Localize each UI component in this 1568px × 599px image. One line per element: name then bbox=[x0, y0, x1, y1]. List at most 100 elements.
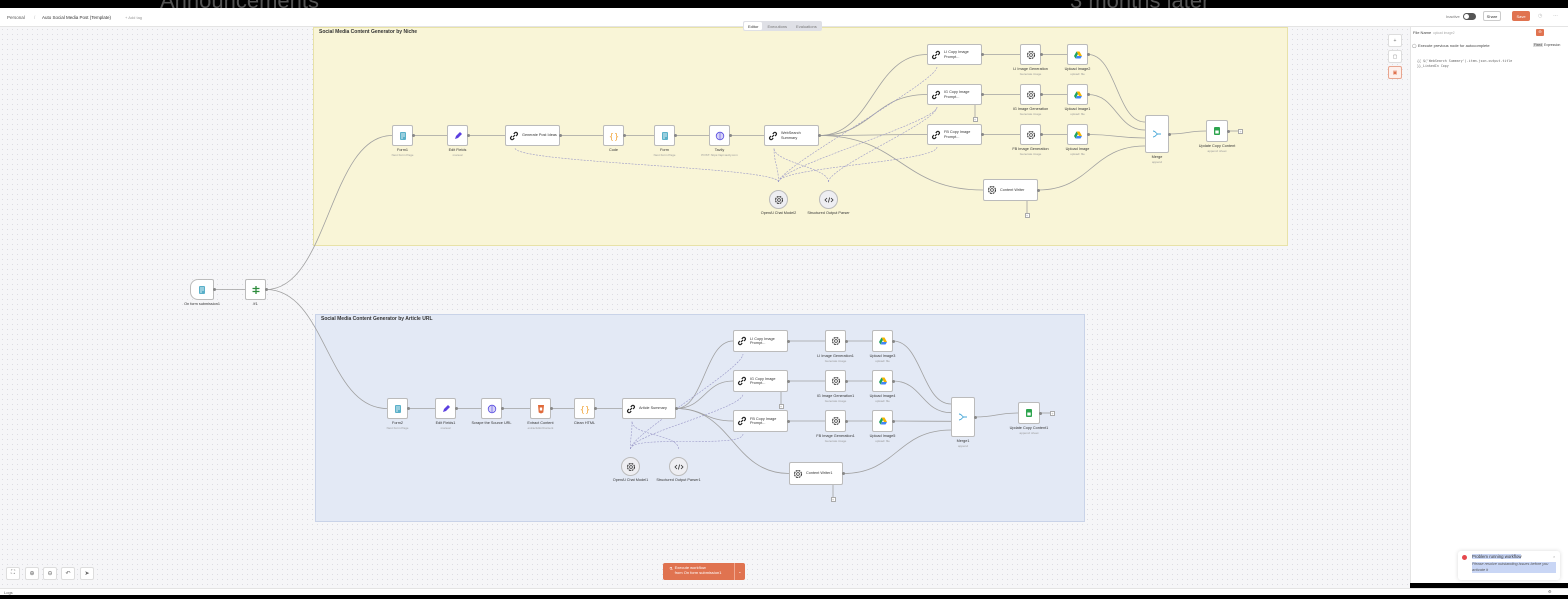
node-code[interactable]: {} bbox=[603, 125, 624, 146]
output-port[interactable] bbox=[1039, 93, 1043, 96]
mode-fixed[interactable]: Fixed bbox=[1533, 43, 1544, 47]
add-node-button[interactable]: + bbox=[1388, 34, 1402, 47]
undo-button[interactable]: ↶ bbox=[61, 567, 75, 580]
more-options-icon[interactable]: … bbox=[1553, 12, 1558, 18]
add-node-button[interactable]: + bbox=[1050, 410, 1055, 416]
output-port[interactable] bbox=[728, 134, 732, 137]
connection[interactable] bbox=[1087, 134, 1146, 139]
output-port[interactable] bbox=[973, 415, 977, 419]
node-ig-prompt1[interactable]: IG Copy Image Prompt... bbox=[733, 370, 788, 392]
node-extract[interactable] bbox=[530, 398, 551, 419]
output-port[interactable] bbox=[1086, 53, 1090, 56]
node-up0[interactable] bbox=[1067, 124, 1088, 145]
output-port[interactable] bbox=[212, 288, 216, 291]
output-port[interactable] bbox=[891, 339, 895, 343]
zoom-out-button[interactable]: ⊖ bbox=[43, 567, 57, 580]
ai-connection[interactable] bbox=[631, 420, 679, 450]
ai-connection[interactable] bbox=[778, 106, 938, 183]
node-update1[interactable] bbox=[1018, 402, 1040, 424]
node-writer1[interactable]: Content Writer1 bbox=[789, 462, 843, 485]
close-icon[interactable]: × bbox=[1553, 554, 1556, 559]
ai-connection[interactable] bbox=[630, 420, 633, 450]
logs-toggle-icon[interactable]: ⚙ bbox=[1548, 589, 1552, 594]
breadcrumb-personal[interactable]: Personal bbox=[7, 15, 25, 20]
connection[interactable] bbox=[1168, 130, 1207, 135]
output-port[interactable] bbox=[1039, 53, 1043, 56]
sticky-note-button[interactable]: ▢ bbox=[1388, 50, 1402, 63]
ask-ai-button[interactable]: ▣ bbox=[1388, 66, 1402, 79]
node-merge1[interactable] bbox=[951, 397, 975, 437]
connection[interactable] bbox=[265, 135, 393, 290]
node-writer[interactable]: Content Writer bbox=[983, 179, 1038, 201]
node-editfields[interactable] bbox=[447, 125, 468, 146]
output-port[interactable] bbox=[558, 134, 562, 137]
output-port[interactable] bbox=[1226, 129, 1230, 133]
node-fb-gen1[interactable] bbox=[825, 410, 846, 432]
connection[interactable] bbox=[675, 408, 790, 474]
ai-connection[interactable] bbox=[514, 147, 779, 183]
node-li-gen[interactable] bbox=[1020, 44, 1041, 65]
output-port[interactable] bbox=[1086, 93, 1090, 96]
output-port[interactable] bbox=[411, 134, 415, 137]
add-tool-button[interactable]: + bbox=[778, 404, 784, 409]
node-fb-prompt1[interactable]: FB Copy Image Prompt... bbox=[733, 410, 788, 432]
output-port[interactable] bbox=[674, 407, 678, 410]
history-icon[interactable]: ◷ bbox=[1538, 13, 1543, 19]
ai-connection[interactable] bbox=[773, 147, 779, 183]
fit-view-button[interactable]: ⛶ bbox=[6, 567, 20, 580]
output-port[interactable] bbox=[406, 407, 410, 410]
connection[interactable] bbox=[265, 289, 388, 409]
logs-bar[interactable]: Logs ⚙ bbox=[0, 588, 1568, 595]
output-port[interactable] bbox=[1086, 133, 1090, 136]
save-button[interactable]: Save bbox=[1512, 11, 1530, 21]
output-port[interactable] bbox=[891, 379, 895, 383]
tidy-up-button[interactable]: ➤ bbox=[80, 567, 94, 580]
add-tool-button[interactable]: + bbox=[1024, 213, 1030, 218]
connection[interactable] bbox=[675, 408, 734, 422]
node-genideas[interactable]: Generate Post Ideas bbox=[505, 125, 560, 146]
connection[interactable] bbox=[675, 340, 734, 409]
remove-field-button[interactable]: ⊖ bbox=[1536, 29, 1544, 36]
execute-workflow-button[interactable]: ⚗ Execute workflow from On form submissi… bbox=[663, 563, 745, 580]
node-up1[interactable] bbox=[1067, 84, 1088, 105]
ai-connection[interactable] bbox=[828, 106, 938, 183]
node-up4[interactable] bbox=[872, 370, 893, 392]
output-port[interactable] bbox=[622, 134, 626, 137]
node-merge[interactable] bbox=[1145, 115, 1169, 153]
connection[interactable] bbox=[842, 429, 952, 474]
output-port[interactable] bbox=[466, 134, 470, 137]
output-port[interactable] bbox=[549, 407, 553, 410]
output-port[interactable] bbox=[264, 288, 268, 291]
node-up2[interactable] bbox=[1067, 44, 1088, 65]
add-tool-button[interactable]: + bbox=[972, 117, 978, 122]
node-up5[interactable] bbox=[872, 410, 893, 432]
node-ig-gen1[interactable] bbox=[825, 370, 846, 392]
node-editfields1[interactable] bbox=[435, 398, 456, 419]
node-form1[interactable] bbox=[392, 125, 413, 146]
output-port[interactable] bbox=[786, 419, 790, 423]
node-form2[interactable] bbox=[387, 398, 408, 419]
node-scrape[interactable] bbox=[481, 398, 502, 419]
add-tool-button[interactable]: + bbox=[830, 497, 836, 502]
node-ig-prompt[interactable]: IG Copy Image Prompt... bbox=[927, 84, 982, 105]
node-tavily[interactable] bbox=[709, 125, 730, 146]
connection[interactable] bbox=[892, 340, 952, 405]
ai-connection[interactable] bbox=[773, 147, 829, 183]
node-clean[interactable]: {} bbox=[574, 398, 595, 419]
connection[interactable] bbox=[675, 380, 734, 409]
share-button[interactable]: Share bbox=[1483, 11, 1501, 21]
output-port[interactable] bbox=[1167, 132, 1171, 136]
output-port[interactable] bbox=[844, 379, 848, 383]
connection[interactable] bbox=[892, 380, 952, 414]
node-fb-gen[interactable] bbox=[1020, 124, 1041, 145]
execute-dropdown-chevron-icon[interactable]: ⌄ bbox=[733, 563, 745, 580]
output-port[interactable] bbox=[844, 419, 848, 423]
node-form[interactable] bbox=[654, 125, 675, 146]
output-port[interactable] bbox=[817, 134, 821, 137]
connection[interactable] bbox=[974, 412, 1019, 418]
output-port[interactable] bbox=[500, 407, 504, 410]
output-port[interactable] bbox=[980, 133, 984, 136]
output-port[interactable] bbox=[1038, 411, 1042, 415]
node-li-prompt[interactable]: LI Copy Image Prompt... bbox=[927, 44, 982, 65]
output-port[interactable] bbox=[844, 339, 848, 343]
